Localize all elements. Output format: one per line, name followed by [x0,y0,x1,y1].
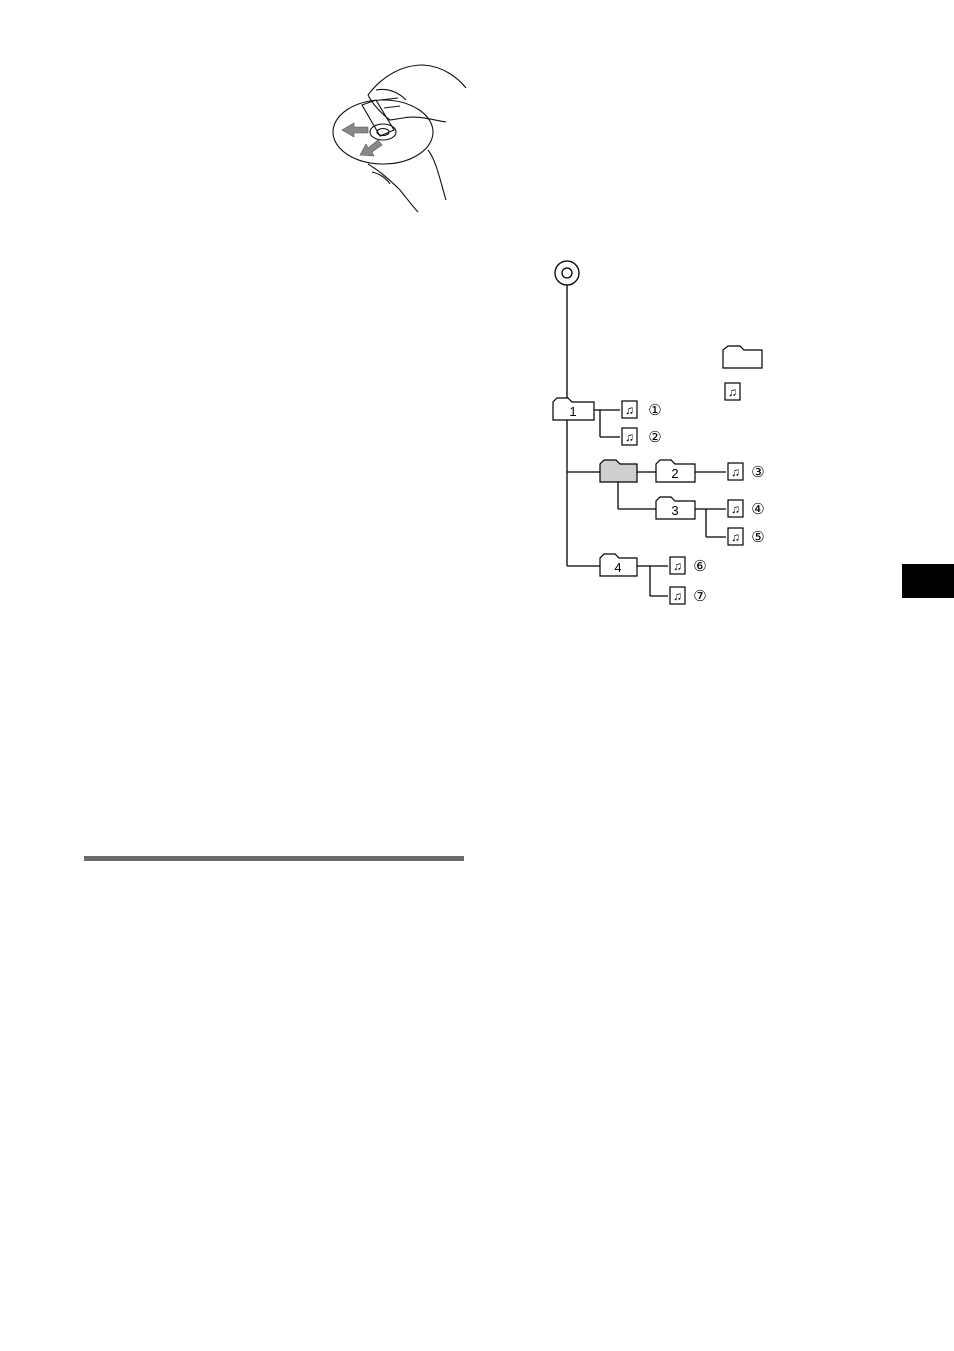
track-1-number: ① [648,402,661,419]
track-6-number: ⑥ [693,558,706,575]
svg-text:♫: ♫ [625,430,634,444]
track-6: ♫ ⑥ [670,557,707,575]
section-divider [84,856,464,861]
folder-2-label: 2 [671,466,678,481]
svg-text:♫: ♫ [673,559,682,573]
folder-4: 4 [600,554,637,576]
track-5-number: ⑤ [751,529,764,546]
track-3: ♫ ③ [728,463,765,481]
svg-text:♫: ♫ [731,530,740,544]
folder-tree-diagram: ♫ 1 2 3 4 ♫ ① ♫ ② ♫ ③ ♫ ④ [540,250,800,620]
track-2: ♫ ② [622,428,662,446]
track-5: ♫ ⑤ [728,528,765,546]
folder-root-group [600,460,637,482]
track-4: ♫ ④ [728,500,765,518]
folder-1-label: 1 [569,404,576,419]
music-file-icon: ♫ [725,383,740,400]
folder-4-label: 4 [614,560,621,575]
track-3-number: ③ [751,464,764,481]
folder-icon [723,346,762,368]
track-7: ♫ ⑦ [670,587,707,605]
svg-text:♫: ♫ [731,502,740,516]
folder-1: 1 [553,398,594,420]
folder-2: 2 [656,460,695,482]
svg-text:♫: ♫ [728,385,737,399]
folder-3: 3 [656,497,695,519]
track-1: ♫ ① [622,401,662,419]
chapter-tab-marker [902,564,954,598]
disc-cleaning-illustration [328,60,468,215]
folder-3-label: 3 [671,503,678,518]
svg-text:♫: ♫ [673,589,682,603]
track-7-number: ⑦ [693,588,706,605]
disc-icon [555,261,579,285]
svg-text:♫: ♫ [731,465,740,479]
track-2-number: ② [648,429,661,446]
track-4-number: ④ [751,501,764,518]
svg-text:♫: ♫ [625,403,634,417]
